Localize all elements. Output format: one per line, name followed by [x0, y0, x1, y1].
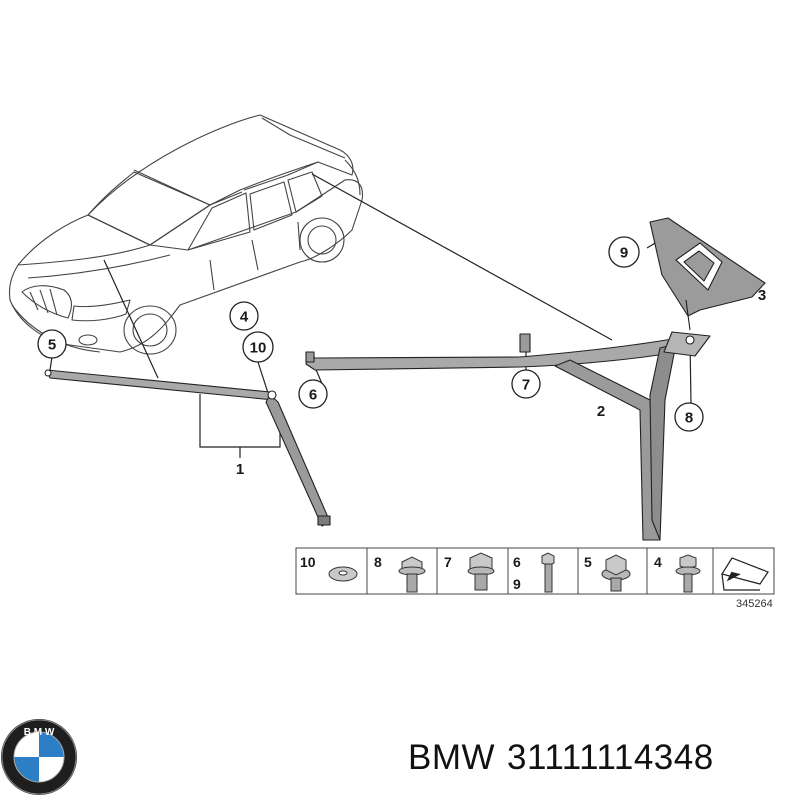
svg-text:6: 6: [309, 387, 317, 404]
svg-text:B M W: B M W: [24, 727, 55, 738]
part-number: 31111114348: [507, 738, 714, 777]
callout-8: 8: [674, 402, 704, 432]
legend-num-4: 4: [654, 554, 662, 570]
label-3: 3: [758, 287, 766, 304]
washer-icon: [328, 566, 358, 582]
svg-text:5: 5: [48, 337, 56, 354]
part-3-bracket: [649, 217, 766, 331]
label-2: 2: [597, 403, 605, 420]
callout-7: 7: [511, 369, 541, 399]
part-2-strut: [305, 331, 711, 541]
svg-text:8: 8: [685, 410, 693, 427]
combi-screw-icon: [675, 554, 701, 593]
callout-5: 5: [37, 329, 67, 359]
legend-num-9: 9: [513, 576, 521, 592]
bmw-logo: B M W: [1, 719, 77, 795]
collar-nut-icon: [601, 554, 631, 592]
hardware-legend: 10 8 7 6 9 5: [295, 547, 775, 595]
label-1: 1: [236, 461, 244, 478]
brand-name: BMW: [408, 738, 496, 777]
long-bolt-icon: [541, 552, 555, 593]
callout-6: 6: [298, 379, 328, 409]
direction-arrow-icon: [721, 557, 769, 591]
hex-bolt-icon: [467, 552, 495, 591]
callout-10: 10: [242, 331, 274, 363]
reference-number: 345264: [736, 598, 773, 610]
part-1-strut: [44, 369, 331, 527]
hex-flange-bolt-icon: [398, 556, 426, 593]
callout-9: 9: [608, 236, 640, 268]
legend-num-10: 10: [300, 554, 316, 570]
legend-num-7: 7: [444, 554, 452, 570]
car-outline: [8, 114, 364, 355]
svg-text:7: 7: [522, 377, 530, 394]
svg-text:10: 10: [250, 340, 267, 357]
svg-text:9: 9: [620, 245, 628, 262]
legend-num-5: 5: [584, 554, 592, 570]
legend-num-6: 6: [513, 554, 521, 570]
callout-4: 4: [229, 301, 259, 331]
svg-text:4: 4: [240, 309, 249, 326]
legend-num-8: 8: [374, 554, 382, 570]
part-caption: BMW 31111114348: [408, 738, 726, 778]
